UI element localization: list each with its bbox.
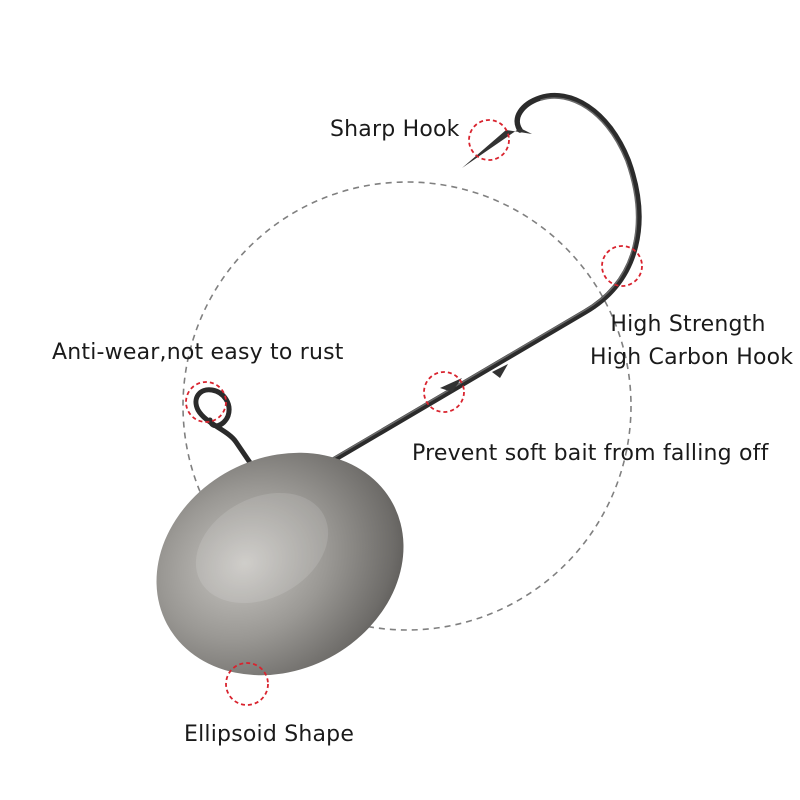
hook-point: [462, 128, 532, 168]
bait-keeper-barb: [440, 378, 462, 392]
hook-wire: [327, 92, 642, 465]
hook: [327, 92, 642, 465]
label-anti-wear: Anti-wear,not easy to rust: [52, 340, 344, 365]
bait-keeper-barb: [492, 364, 508, 378]
callout-circle-prevent-bait: [423, 371, 465, 413]
label-ellipsoid: Ellipsoid Shape: [184, 722, 355, 747]
label-high-strength: High Strength High Carbon Hook: [590, 308, 794, 374]
label-sharp-hook: Sharp Hook: [330, 117, 460, 142]
label-high-strength-line2: High Carbon Hook: [590, 345, 794, 370]
lead-head: [156, 452, 404, 676]
label-prevent-bait: Prevent soft bait from falling off: [412, 441, 769, 466]
callout-circle-high-strength: [601, 245, 643, 287]
guide-circle: [182, 181, 632, 631]
callout-circle-sharp-hook: [468, 119, 510, 161]
callout-circle-anti-wear: [185, 381, 227, 423]
callout-circle-ellipsoid: [225, 662, 269, 706]
label-high-strength-line1: High Strength: [610, 312, 766, 337]
line-tie-eye: [193, 387, 258, 473]
